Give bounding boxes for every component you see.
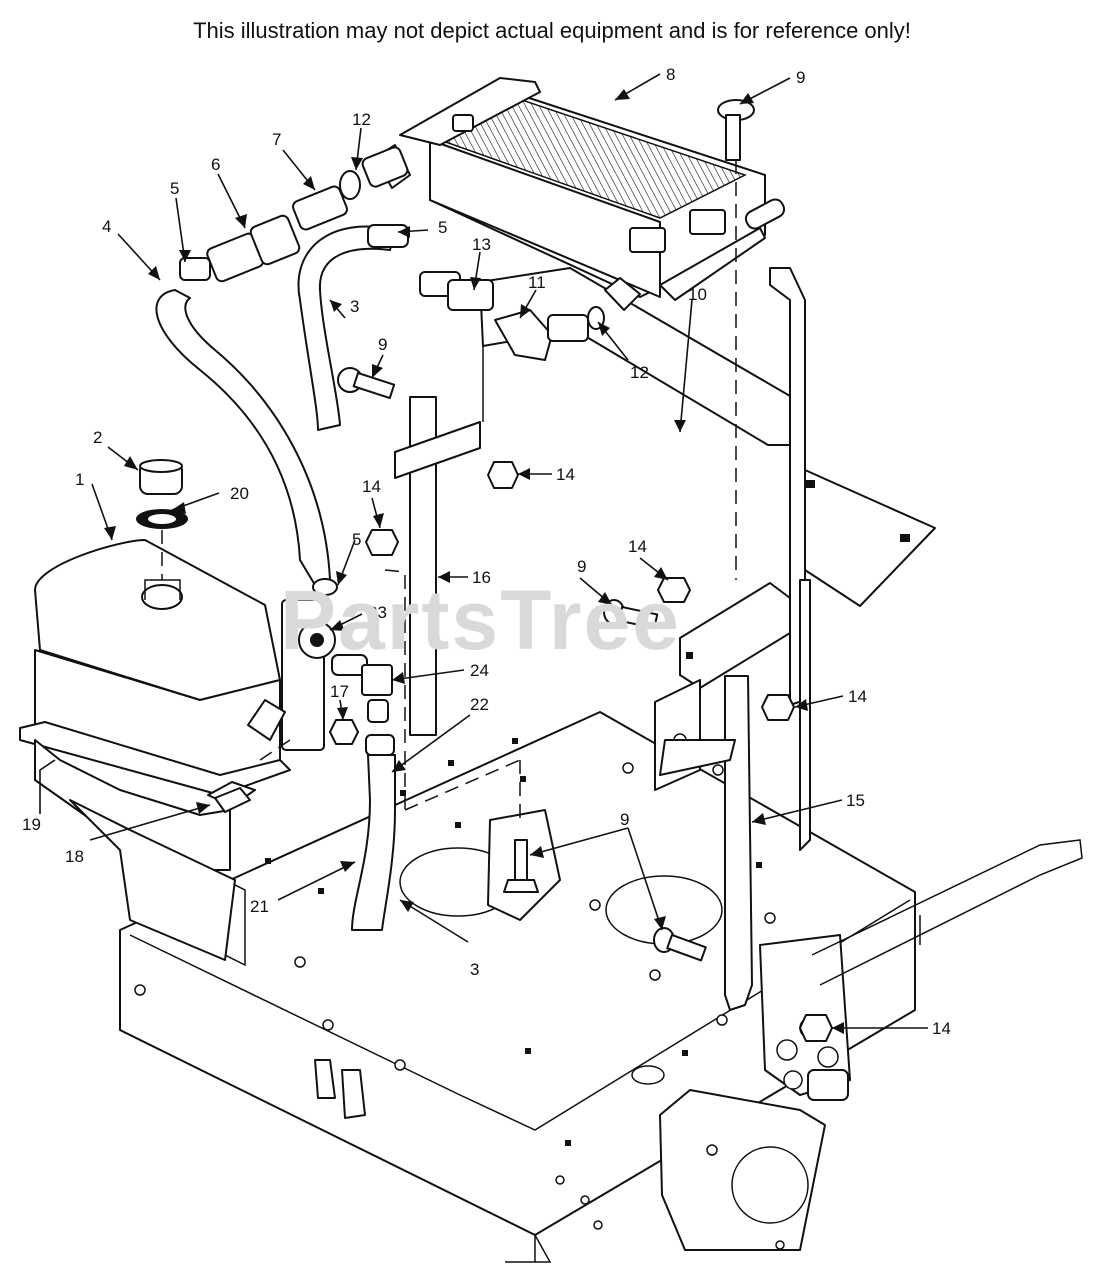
callout-9-lower: 9 (620, 810, 629, 829)
callout-14-d: 14 (848, 687, 867, 706)
hydraulic-reservoir (19, 459, 336, 961)
callout-4: 4 (102, 217, 111, 236)
callout-14-b: 14 (362, 477, 381, 496)
callout-5-lower: 5 (352, 530, 361, 549)
hoses (155, 225, 396, 931)
main-frame (119, 711, 1083, 1263)
callout-22: 22 (470, 695, 489, 714)
callout-3-lower: 3 (470, 960, 479, 979)
callout-6: 6 (211, 155, 220, 174)
callout-21: 21 (250, 897, 269, 916)
callout-labels: 1 2 3 3 4 5 5 5 6 7 8 9 9 9 9 10 11 12 1… (22, 65, 951, 1038)
callout-5-left: 5 (170, 179, 179, 198)
callout-19: 19 (22, 815, 41, 834)
callout-20: 20 (230, 484, 249, 503)
leader-lines (39, 73, 928, 1034)
callout-13: 13 (472, 235, 491, 254)
callout-16: 16 (472, 568, 491, 587)
callout-8: 8 (666, 65, 675, 84)
callout-2: 2 (93, 428, 102, 447)
oil-cooler (374, 77, 786, 311)
callout-23: 23 (368, 603, 387, 622)
hardware-fasteners (214, 99, 833, 1042)
callout-17: 17 (330, 682, 349, 701)
callout-5-right: 5 (438, 218, 447, 237)
watermark-logo: PartsTree (280, 573, 681, 667)
callout-9-left: 9 (378, 335, 387, 354)
assembly-lines (161, 160, 737, 820)
callout-12-top: 12 (352, 110, 371, 129)
callout-11: 11 (528, 273, 546, 292)
callout-7: 7 (272, 130, 281, 149)
callout-9-middle: 9 (577, 557, 586, 576)
callout-10: 10 (688, 285, 707, 304)
callout-14-e: 14 (932, 1019, 951, 1038)
callout-18: 18 (65, 847, 84, 866)
callout-9-top: 9 (796, 68, 805, 87)
mounting-brackets (394, 267, 936, 1011)
callout-12-right: 12 (630, 363, 649, 382)
callout-14-a: 14 (556, 465, 575, 484)
callout-15: 15 (846, 791, 865, 810)
fittings (179, 146, 605, 756)
disclaimer-text: This illustration may not depict actual … (193, 18, 911, 43)
callout-1: 1 (75, 470, 84, 489)
callout-24: 24 (470, 661, 489, 680)
callout-3-upper: 3 (350, 297, 359, 316)
callout-14-c: 14 (628, 537, 647, 556)
